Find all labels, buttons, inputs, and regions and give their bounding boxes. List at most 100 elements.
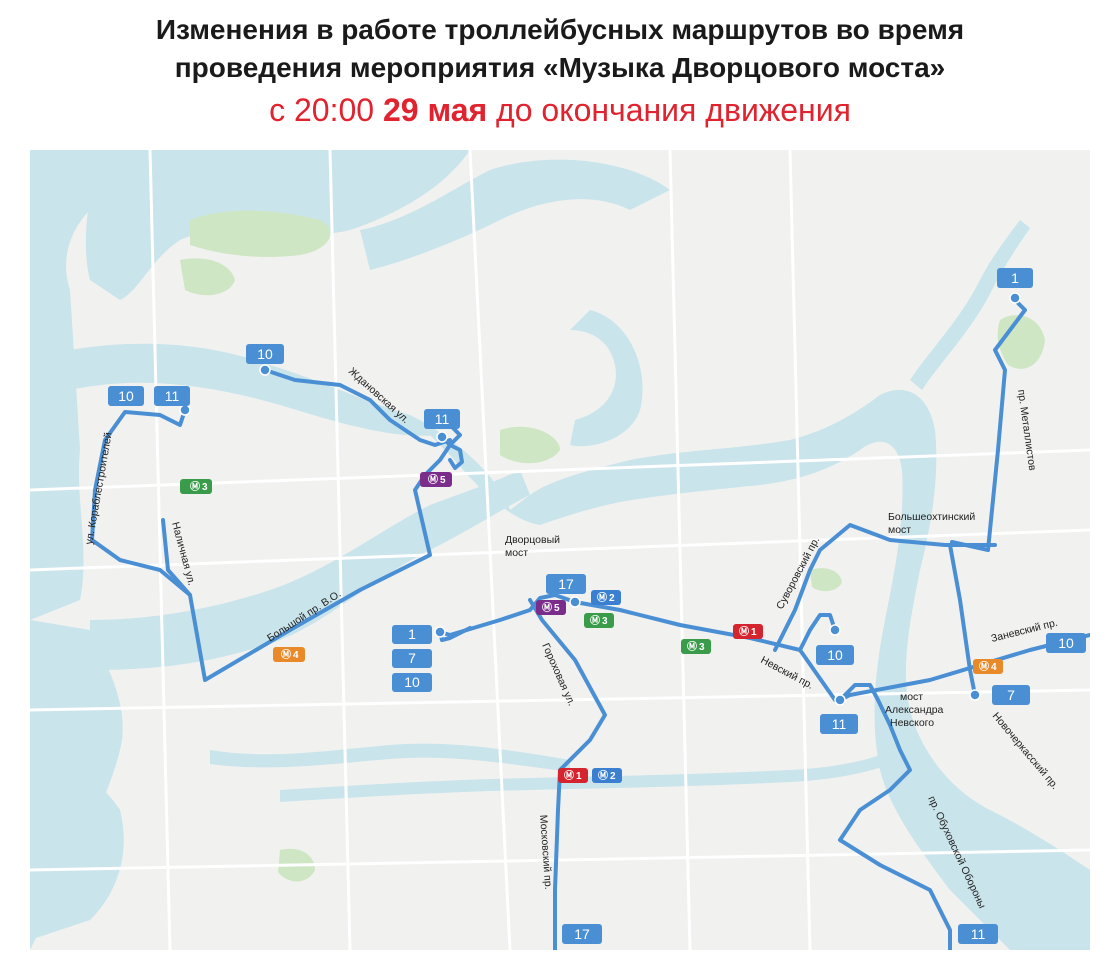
svg-text:Ⓜ: Ⓜ [564, 769, 574, 782]
metro-line2-c: Ⓜ 2 [591, 590, 621, 605]
water-harbor [30, 767, 124, 940]
metro-line1-s: Ⓜ 1 [558, 768, 588, 783]
svg-text:2: 2 [610, 771, 616, 782]
badge-route-10-c[interactable]: 10 [392, 673, 432, 692]
water-neva-north [570, 310, 643, 447]
svg-text:2: 2 [609, 593, 615, 604]
badge-route-7-c[interactable]: 7 [392, 649, 432, 668]
label-moskovsky: Московский пр. [537, 814, 554, 890]
water-gulf [30, 150, 160, 620]
route-west-loop [90, 408, 462, 682]
badge-route-11-e[interactable]: 11 [820, 714, 858, 734]
svg-text:1: 1 [751, 627, 757, 638]
svg-text:4: 4 [293, 650, 299, 661]
park-petropavlovka [500, 426, 560, 464]
svg-text:4: 4 [991, 662, 997, 673]
metro-line5-c: Ⓜ 5 [536, 600, 566, 615]
svg-text:Ⓜ: Ⓜ [597, 591, 607, 604]
badge-route-10-far-e[interactable]: 10 [1046, 633, 1086, 653]
svg-text:1: 1 [576, 771, 582, 782]
svg-text:7: 7 [408, 650, 416, 666]
svg-text:3: 3 [602, 616, 608, 627]
route-suvorovsky [773, 523, 997, 652]
badge-route-10-e[interactable]: 10 [816, 645, 854, 665]
title-date-line: с 20:00 29 мая до окончания движения [0, 92, 1120, 129]
badge-route-17-s[interactable]: 17 [562, 924, 602, 944]
water-okhta [910, 220, 1030, 390]
svg-text:17: 17 [574, 926, 590, 942]
metro-line5-n: Ⓜ 5 [420, 472, 452, 487]
route-11-alexander [838, 683, 952, 950]
badge-route-11-nw[interactable]: 11 [154, 386, 190, 406]
svg-text:7: 7 [1007, 687, 1015, 703]
svg-text:Ⓜ: Ⓜ [598, 769, 608, 782]
metro-line4-e: Ⓜ 4 [973, 659, 1003, 674]
metro-line4-w: Ⓜ 4 [273, 647, 305, 662]
metro-line3-nw: Ⓜ 3 [180, 479, 212, 494]
route-gorokhovaya [528, 598, 607, 950]
svg-text:3: 3 [699, 642, 705, 653]
label-most-aleksandra-2: Александра [885, 704, 944, 716]
svg-text:Ⓜ: Ⓜ [687, 640, 697, 653]
badge-route-1-ne[interactable]: 1 [997, 268, 1033, 288]
svg-text:Ⓜ: Ⓜ [979, 660, 989, 673]
route-map[interactable]: 1 10 11 10 11 17 1 7 [30, 150, 1090, 950]
date-prefix: с 20:00 [269, 92, 383, 128]
route-10-east-loop [798, 613, 837, 652]
svg-text:1: 1 [1011, 270, 1019, 286]
map-svg: 1 10 11 10 11 17 1 7 [30, 150, 1090, 950]
svg-text:5: 5 [554, 603, 560, 614]
metro-line3-c2: Ⓜ 3 [681, 639, 711, 654]
svg-text:Ⓜ: Ⓜ [281, 648, 291, 661]
route-nalichnaya [161, 518, 192, 597]
water-canal-south [210, 743, 570, 772]
svg-text:10: 10 [404, 674, 420, 690]
badge-route-1-c[interactable]: 1 [392, 625, 432, 644]
svg-text:1: 1 [408, 626, 416, 642]
metro-markers: Ⓜ 3 Ⓜ 5 Ⓜ 5 Ⓜ 2 Ⓜ 3 Ⓜ 1 Ⓜ [180, 472, 1003, 783]
label-dvortsovy-most-2: мост [505, 547, 528, 559]
badge-route-7-e[interactable]: 7 [992, 685, 1030, 705]
svg-text:Ⓜ: Ⓜ [542, 601, 552, 614]
badge-route-17-c[interactable]: 17 [546, 574, 586, 594]
header: Изменения в работе троллейбусных маршрут… [0, 0, 1120, 148]
title-line-1: Изменения в работе троллейбусных маршрут… [155, 14, 965, 45]
label-most-aleksandra-3: Невского [890, 717, 934, 729]
svg-text:Ⓜ: Ⓜ [590, 614, 600, 627]
svg-text:10: 10 [827, 647, 843, 663]
title-line-2: проведения мероприятия «Музыка Дворцовог… [174, 52, 946, 83]
park-tauride [810, 568, 842, 592]
svg-text:11: 11 [435, 411, 450, 427]
water-neva-main [410, 389, 1090, 950]
svg-text:11: 11 [971, 926, 986, 942]
badge-route-10-nw[interactable]: 10 [108, 386, 144, 406]
stop-dots [179, 292, 1021, 706]
svg-text:3: 3 [202, 482, 208, 493]
date-suffix: до окончания движения [487, 92, 851, 128]
svg-text:5: 5 [440, 475, 446, 486]
route-center-1 [438, 593, 837, 702]
label-bolsheokhtinsky-1: Большеохтинский [888, 511, 975, 523]
badge-route-11-n[interactable]: 11 [424, 409, 460, 429]
label-bolsheokhtinsky-2: мост [888, 524, 911, 536]
svg-text:Ⓜ: Ⓜ [190, 480, 200, 493]
label-dvortsovy-most-1: Дворцовый [505, 534, 560, 546]
badge-route-10-n[interactable]: 10 [246, 344, 284, 364]
metro-line2-s: Ⓜ 2 [592, 768, 622, 783]
route-11-north-loop [440, 435, 464, 470]
minor-roads [30, 150, 1090, 950]
park-krestovsky [190, 210, 331, 257]
date-bold: 29 мая [382, 92, 488, 128]
water-north-channel [360, 159, 670, 270]
badge-route-11-se[interactable]: 11 [958, 924, 998, 944]
svg-text:Ⓜ: Ⓜ [428, 473, 438, 486]
svg-text:Ⓜ: Ⓜ [739, 625, 749, 638]
water-malaya-neva [70, 343, 440, 436]
svg-text:10: 10 [118, 388, 134, 404]
svg-text:11: 11 [832, 716, 847, 732]
metro-line3-c: Ⓜ 3 [584, 613, 614, 628]
svg-text:10: 10 [1058, 635, 1074, 651]
route-badges: 1 10 11 10 11 17 1 7 [108, 268, 1086, 944]
park-elagin [180, 258, 235, 296]
route-metallistov [950, 298, 1027, 552]
